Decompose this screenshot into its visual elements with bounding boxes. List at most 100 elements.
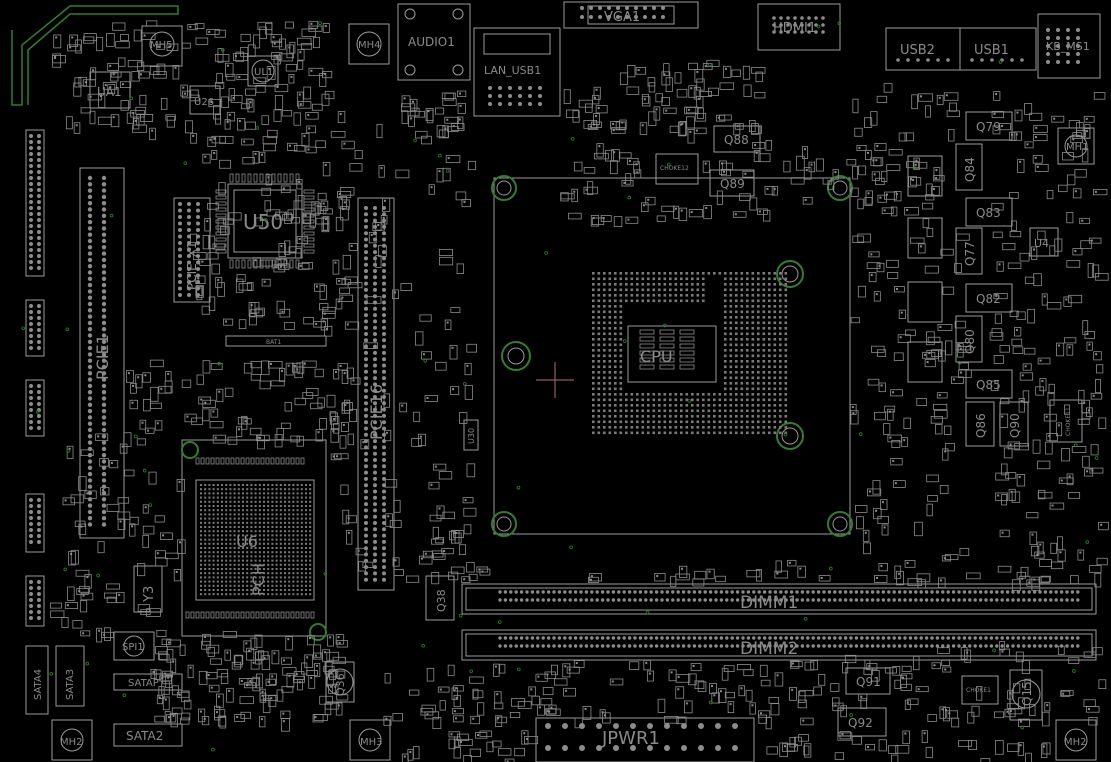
svg-text:CHOKE1: CHOKE1 [966, 687, 991, 694]
svg-text:MH3: MH3 [360, 737, 383, 748]
mh5-mount-hole[interactable]: MH5 [141, 25, 183, 67]
q77-transistor[interactable]: Q77 [955, 227, 983, 275]
q38-transistor[interactable]: Q38 [425, 575, 455, 621]
svg-text:Q83: Q83 [976, 206, 1001, 220]
svg-text:PCIE1: PCIE1 [93, 334, 112, 380]
jpwr1-connector[interactable]: JPWR1 [535, 717, 755, 762]
q80-transistor[interactable]: Q80 [955, 315, 983, 363]
svg-text:Q38: Q38 [435, 589, 448, 612]
svg-text:SATA4: SATA4 [33, 669, 44, 700]
audio1-connector[interactable]: AUDIO1 [397, 3, 471, 81]
svg-text:U50: U50 [243, 210, 283, 234]
bat1-battery[interactable]: BAT1 [225, 335, 327, 347]
y3-crystal[interactable]: Y3 [133, 565, 163, 613]
right-choke-column[interactable] [907, 155, 943, 383]
ul1-chip[interactable]: UL1 [247, 55, 279, 87]
satap-connector[interactable]: SATAP [113, 673, 183, 691]
q89-transistor[interactable]: Q89 [709, 169, 755, 197]
usb1-connector[interactable]: USB1 [959, 27, 1037, 71]
svg-text:U26: U26 [194, 97, 214, 108]
svg-text:Q90: Q90 [1008, 413, 1022, 438]
vga1-connector[interactable]: VGA1 [563, 1, 699, 29]
sata2-connector[interactable]: SATA2 [113, 723, 183, 747]
svg-text:CHOKE12: CHOKE12 [660, 165, 689, 172]
svg-text:U6: U6 [236, 532, 258, 551]
svg-text:Q80: Q80 [963, 329, 977, 354]
choke12-inductor[interactable]: CHOKE12 [655, 153, 699, 185]
dimm2-slot[interactable]: DIMM2 [461, 629, 1097, 661]
q83-transistor[interactable]: Q83 [965, 197, 1013, 227]
board-edge-outline [11, 5, 179, 106]
svg-text:MH2: MH2 [60, 737, 83, 748]
svg-text:Q88: Q88 [724, 133, 749, 147]
u4-chip[interactable]: U4 [1029, 227, 1059, 257]
dimm1-slot[interactable]: DIMM1 [461, 583, 1097, 615]
spi1-header[interactable]: SPI1 [113, 631, 155, 661]
q92-transistor[interactable]: Q92 [837, 707, 887, 737]
q85-transistor[interactable]: Q85 [965, 369, 1013, 399]
svg-text:Q84: Q84 [963, 157, 977, 182]
svg-text:SPI1: SPI1 [122, 642, 144, 653]
left-header-strip[interactable] [25, 129, 45, 627]
q86-transistor[interactable]: Q86 [965, 401, 995, 447]
svg-text:Q91: Q91 [856, 675, 881, 689]
svg-text:AUDIO1: AUDIO1 [408, 35, 455, 49]
svg-text:DIMM1: DIMM1 [740, 593, 798, 613]
choke1-inductor[interactable]: CHOKE1 [961, 675, 999, 705]
svg-text:CPU: CPU [640, 347, 673, 366]
u50-chip[interactable]: U50 [227, 183, 303, 259]
svg-text:Y3: Y3 [142, 586, 157, 603]
svg-text:Q89: Q89 [720, 177, 745, 191]
usb2-connector[interactable]: USB2 [885, 27, 961, 71]
u30-chip[interactable]: U30 [463, 419, 479, 451]
svg-text:USB2: USB2 [900, 43, 935, 58]
q90-transistor[interactable]: Q90 [999, 401, 1029, 447]
svg-text:Q86: Q86 [974, 413, 988, 438]
lan-usb1-connector[interactable]: LAN_USB1 [473, 27, 561, 117]
svg-text:JPWR1: JPWR1 [601, 728, 660, 749]
svg-text:Q82: Q82 [976, 292, 1001, 306]
svg-text:CHOKE11: CHOKE11 [1065, 407, 1072, 436]
svg-text:MH5: MH5 [150, 40, 173, 51]
svg-text:Q92: Q92 [848, 716, 873, 730]
svg-text:SATA2: SATA2 [126, 729, 163, 743]
pch-chip[interactable]: PCH U6 [181, 439, 327, 637]
q82-transistor[interactable]: Q82 [965, 283, 1013, 313]
cpu-center-crosshair [536, 362, 574, 398]
mh3-mount-hole[interactable]: MH3 [349, 719, 391, 761]
svg-text:VGA1: VGA1 [604, 10, 640, 25]
q79-transistor[interactable]: Q79 [965, 111, 1013, 141]
mh2-left-mount-hole[interactable]: MH2 [51, 719, 93, 761]
svg-text:SATA3: SATA3 [65, 669, 76, 700]
cpu-socket[interactable]: CPU [493, 177, 851, 535]
svg-text:U4: U4 [1034, 237, 1049, 250]
mh4-top-mount-hole[interactable]: MH4 [348, 23, 390, 65]
svg-text:Q85: Q85 [976, 378, 1001, 392]
svg-text:HDMI1: HDMI1 [773, 21, 816, 36]
svg-text:BAT1: BAT1 [266, 339, 281, 346]
svg-text:PCH: PCH [249, 563, 268, 596]
svg-text:DIMM2: DIMM2 [740, 639, 798, 659]
svg-text:Q15: Q15 [1020, 681, 1034, 706]
svg-text:LAN_USB1: LAN_USB1 [484, 64, 541, 77]
pcie16-slot[interactable]: PCIE16 [357, 197, 395, 591]
sata3-connector[interactable]: SATA3 [55, 645, 85, 707]
svg-text:MH2: MH2 [1064, 737, 1087, 748]
svg-text:MH1: MH1 [1066, 142, 1089, 153]
svg-text:U30: U30 [467, 428, 476, 444]
q91-transistor[interactable]: Q91 [845, 667, 891, 695]
svg-text:UL1: UL1 [254, 67, 273, 78]
sata4-connector[interactable]: SATA4 [25, 645, 49, 715]
mh2-right-mount-hole[interactable]: MH2 [1055, 719, 1097, 761]
svg-text:SATAP: SATAP [128, 678, 159, 689]
silkscreen-passives [21, 6, 1109, 762]
pcie1-slot[interactable]: PCIE1 [79, 167, 125, 539]
q15-transistor[interactable]: Q15 [1009, 669, 1043, 721]
q84-transistor[interactable]: Q84 [955, 143, 983, 191]
svg-text:USB1: USB1 [974, 43, 1009, 58]
svg-text:Q77: Q77 [963, 241, 977, 266]
svg-text:Q36: Q36 [334, 673, 347, 696]
svg-text:Q79: Q79 [976, 120, 1001, 134]
hdmi1-connector[interactable]: HDMI1 [757, 3, 841, 51]
